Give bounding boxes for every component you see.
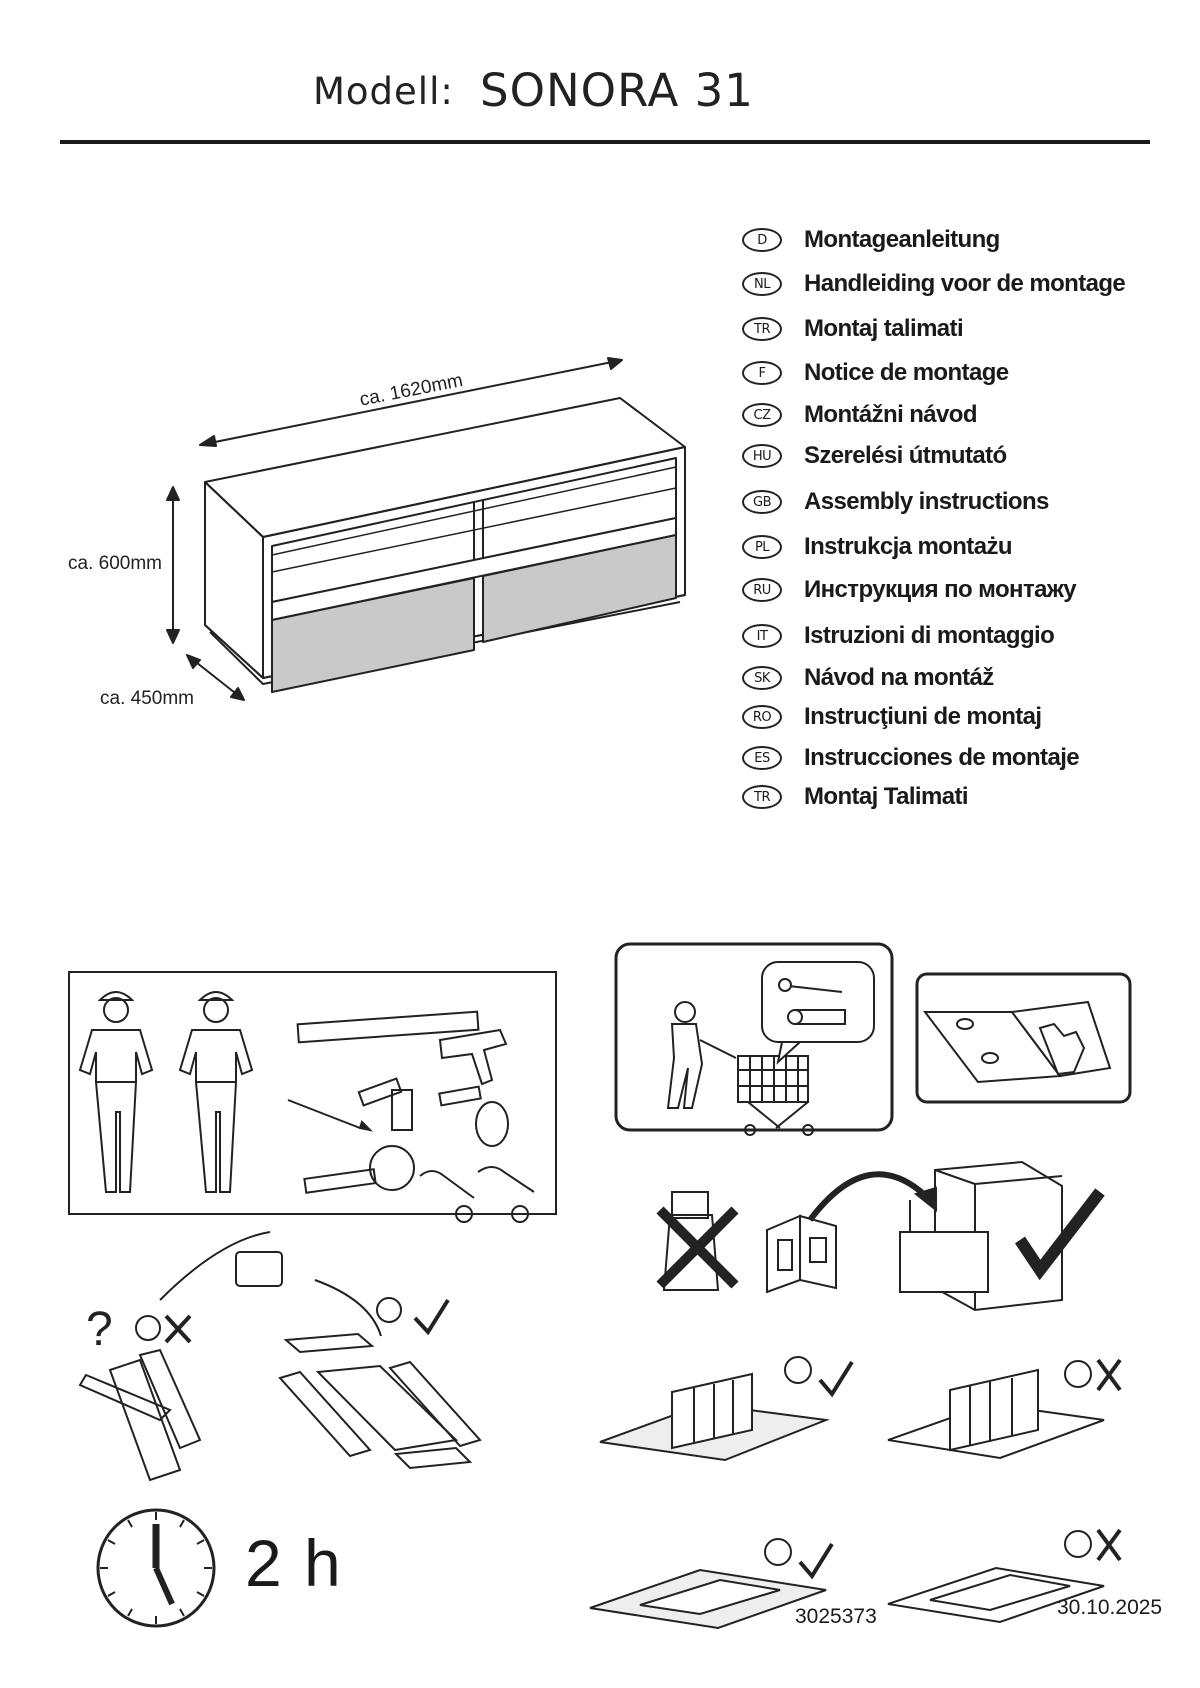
model-name: SONORA 31 <box>480 64 754 117</box>
svg-text:?: ? <box>86 1303 113 1356</box>
language-title: Montaj Talimati <box>804 783 969 810</box>
language-title: Handleiding voor de montage <box>804 270 1126 297</box>
two-workers-icon <box>78 991 254 1193</box>
language-code-badge: GB <box>742 490 782 514</box>
language-code-badge: D <box>742 228 782 252</box>
language-code-badge: TR <box>742 785 782 809</box>
language-code-badge: F <box>742 361 782 385</box>
file-cabinet-check-icon <box>899 1160 1105 1312</box>
language-code-badge: SK <box>742 666 782 690</box>
language-item: RO Instrucţiuni de montaj <box>742 697 1042 737</box>
language-item: NL Handleiding voor de montage <box>742 264 1126 304</box>
gloves-icon <box>922 1000 1112 1084</box>
telephone-icon <box>235 1251 283 1287</box>
language-item: RU Инструкция по монтажу <box>742 570 1077 610</box>
language-code-badge: IT <box>742 624 782 648</box>
language-title: Инструкция по монтажу <box>804 576 1077 603</box>
language-code-badge: HU <box>742 444 782 468</box>
document-date: 30.10.2025 <box>1057 1596 1163 1619</box>
language-item: HU Szerelési útmutató <box>742 436 1007 476</box>
language-code-badge: TR <box>742 317 782 341</box>
screws-dowels-icon <box>761 961 875 1065</box>
language-item: TR Montaj talimati <box>742 309 964 349</box>
language-title: Instrucciones de montaje <box>804 744 1080 771</box>
language-title: Návod na montáž <box>804 664 994 691</box>
language-code-badge: CZ <box>742 403 782 427</box>
dimension-depth: ca. 450mm <box>100 688 194 709</box>
language-title: Instrucţiuni de montaj <box>804 703 1042 730</box>
language-item: PL Instrukcja montażu <box>742 527 1013 567</box>
language-title: Szerelési útmutató <box>804 442 1007 469</box>
language-code-badge: RU <box>742 578 782 602</box>
language-title: Montážni návod <box>804 401 978 428</box>
language-code-badge: PL <box>742 535 782 559</box>
language-title: Assembly instructions <box>804 488 1049 515</box>
booklet-icon <box>766 1171 937 1294</box>
model-label: Modell: <box>313 70 454 113</box>
dimension-height: ca. 600mm <box>68 553 162 574</box>
tools-icon <box>287 1010 535 1223</box>
language-title: Montageanleitung <box>804 226 1000 253</box>
shopping-cart-icon <box>666 1001 814 1136</box>
language-title: Montaj talimati <box>804 315 964 342</box>
language-item: CZ Montážni návod <box>742 395 978 435</box>
article-number: 3025373 <box>795 1605 877 1628</box>
trash-no-icon <box>656 1191 739 1291</box>
language-item: GB Assembly instructions <box>742 482 1049 522</box>
header-divider <box>60 140 1150 144</box>
language-item: ES Instrucciones de montaje <box>742 738 1080 778</box>
language-item: IT Istruzioni di montaggio <box>742 616 1055 656</box>
language-title: Instrukcja montażu <box>804 533 1013 560</box>
language-title: Istruzioni di montaggio <box>804 622 1055 649</box>
assembly-time: 2 h <box>245 1526 343 1600</box>
language-item: TR Montaj Talimati <box>742 777 969 817</box>
language-code-badge: ES <box>742 746 782 770</box>
language-code-badge: NL <box>742 272 782 296</box>
language-item: SK Návod na montáž <box>742 658 994 698</box>
language-title: Notice de montage <box>804 359 1009 386</box>
dimension-width: ca. 1620mm <box>358 370 465 411</box>
language-item: D Montageanleitung <box>742 220 1000 260</box>
language-item: F Notice de montage <box>742 353 1009 393</box>
language-code-badge: RO <box>742 705 782 729</box>
